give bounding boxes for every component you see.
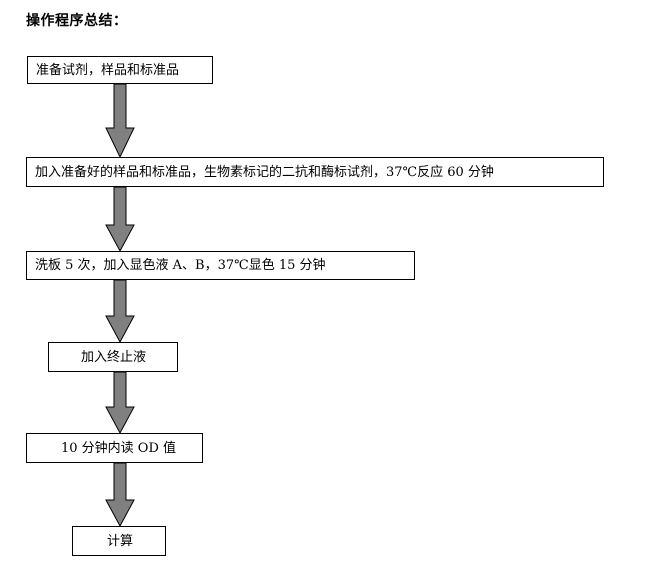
flow-arrow-5	[105, 462, 135, 528]
flow-arrow-2	[105, 186, 135, 253]
step-label: 10 分钟内读 OD 值	[61, 440, 177, 456]
step-wash-and-develop-color: 洗板 5 次，加入显色液 A、B，37℃显色 15 分钟	[26, 251, 415, 280]
step-label: 洗板 5 次，加入显色液 A、B，37℃显色 15 分钟	[35, 258, 326, 273]
flow-arrow-4	[105, 371, 135, 435]
step-read-od-value: 10 分钟内读 OD 值	[26, 433, 203, 463]
step-calculate: 计算	[72, 526, 166, 556]
step-label: 加入准备好的样品和标准品，生物素标记的二抗和酶标试剂，37℃反应 60 分钟	[35, 164, 494, 180]
step-label: 计算	[107, 533, 134, 549]
procedure-summary-heading: 操作程序总结：	[26, 13, 128, 29]
step-add-stop-solution: 加入终止液	[48, 342, 178, 372]
step-label: 准备试剂，样品和标准品	[36, 62, 180, 78]
step-prepare-reagents: 准备试剂，样品和标准品	[27, 56, 213, 84]
step-add-samples-and-incubate: 加入准备好的样品和标准品，生物素标记的二抗和酶标试剂，37℃反应 60 分钟	[26, 157, 604, 187]
flow-arrow-3	[105, 279, 135, 344]
step-label: 加入终止液	[81, 349, 147, 365]
flow-arrow-1	[105, 83, 135, 159]
